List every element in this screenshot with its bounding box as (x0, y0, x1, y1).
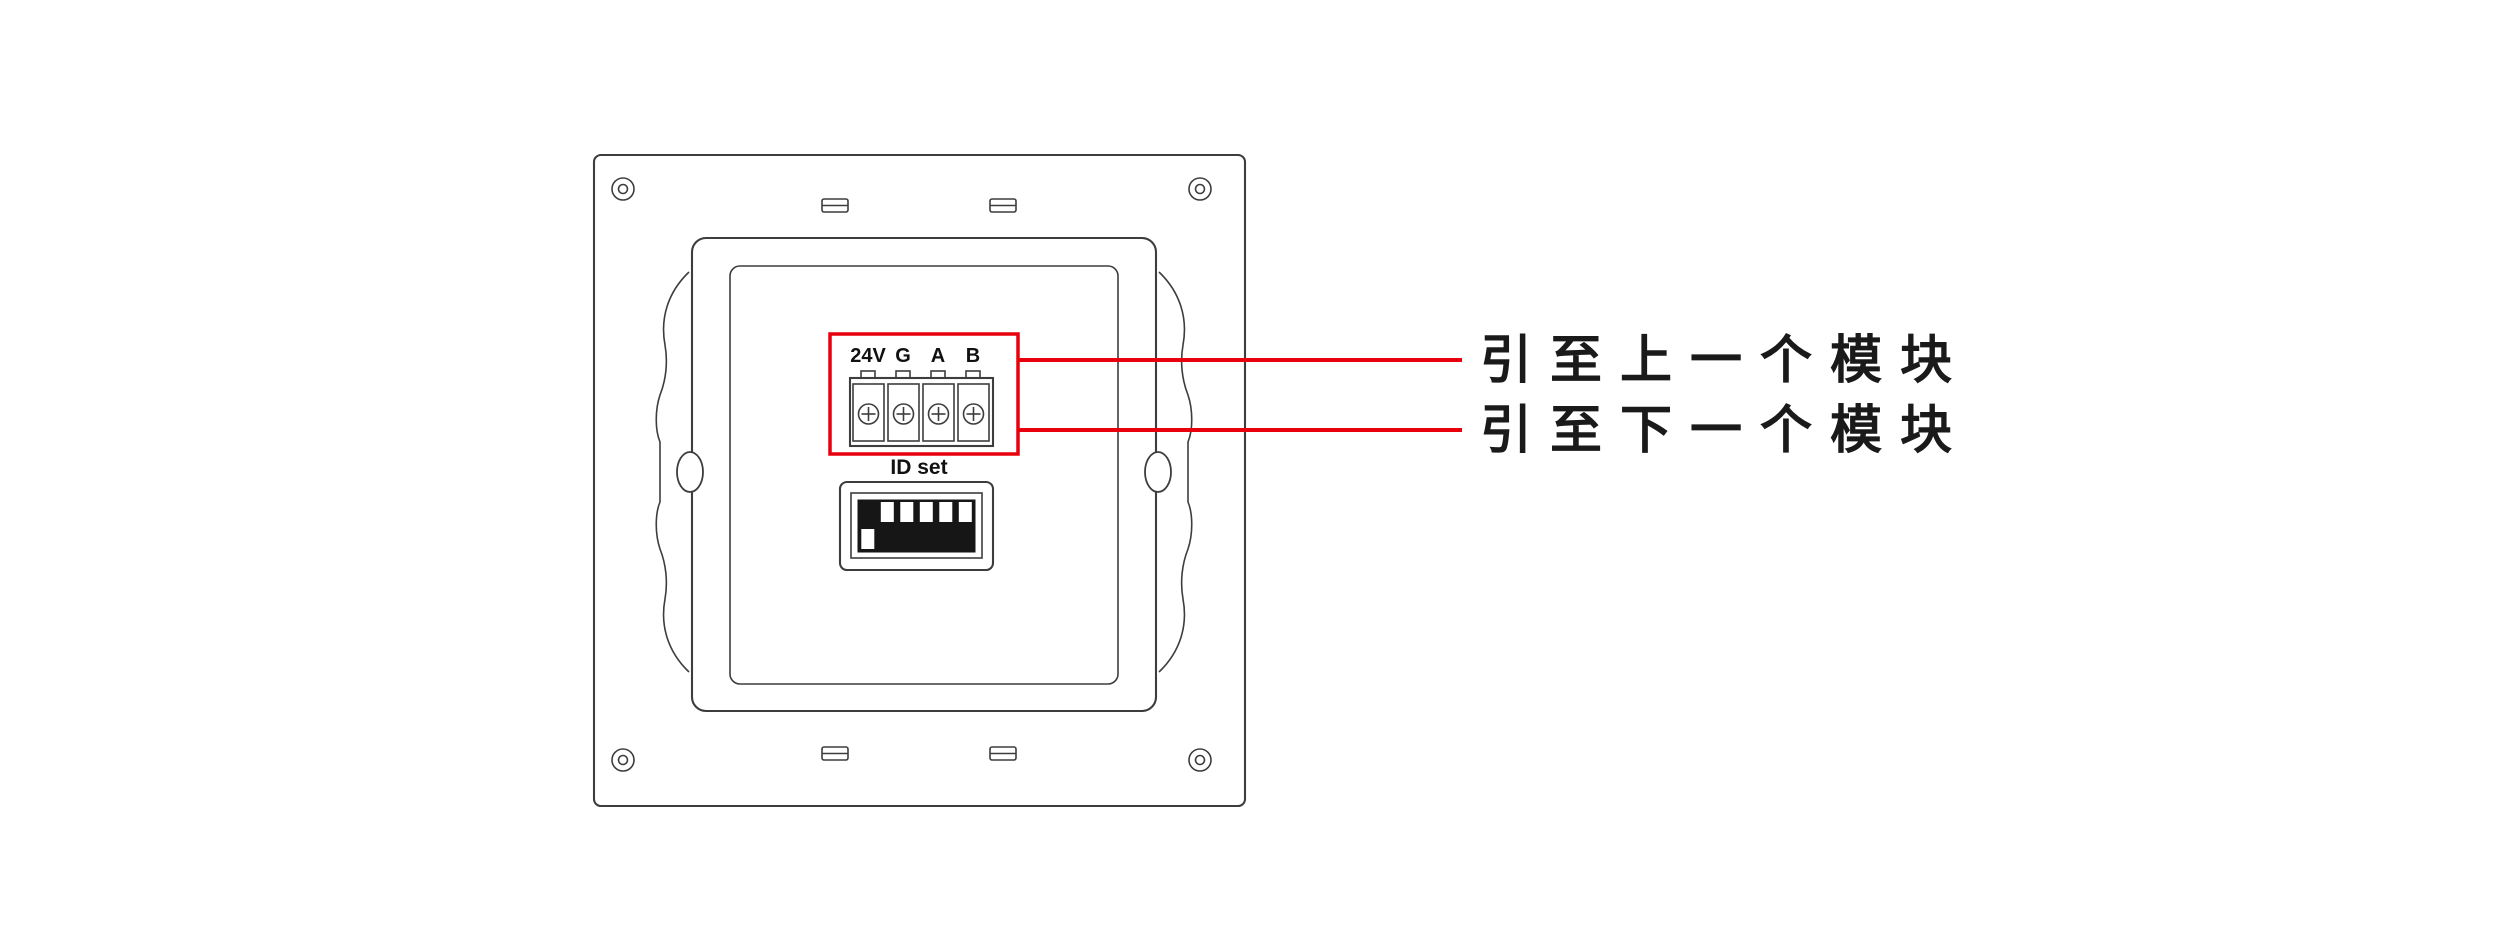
screw-bottom-left (611, 748, 635, 772)
terminal-screw-1 (852, 383, 885, 442)
oval-cutout-left (676, 451, 704, 493)
inner-frame-inner (729, 265, 1119, 685)
dip-switch-handle-4 (919, 502, 933, 522)
mounting-slot-bottom-left (821, 746, 849, 761)
screw-top-left (611, 177, 635, 201)
terminal-pin-label-g: G (895, 345, 911, 367)
terminal-screw-3 (922, 383, 955, 442)
terminal-block: 24V G A B (828, 332, 1020, 456)
dip-switch-handle-3 (900, 502, 914, 522)
terminal-screw-2 (887, 383, 920, 442)
dip-switch-handle-1 (861, 529, 875, 549)
dip-switch-handles (861, 502, 972, 549)
dip-switch-body (857, 499, 976, 553)
mounting-slot-top-left (821, 198, 849, 213)
screw-top-right (1188, 177, 1212, 201)
id-set-label: ID set (890, 456, 947, 479)
terminal-pin-label-a: A (931, 345, 945, 367)
oval-cutout-right (1144, 451, 1172, 493)
terminal-screw-4 (957, 383, 990, 442)
connector-housing (848, 376, 995, 448)
wall-panel (592, 153, 1247, 808)
dip-switch-handle-6 (958, 502, 972, 522)
side-wing-left (655, 271, 690, 673)
mounting-slot-bottom-right (989, 746, 1017, 761)
callout-label-top: 引至上一个模块 (1480, 332, 1970, 390)
dip-switch-bezel (838, 480, 995, 572)
terminal-connector (848, 370, 995, 448)
dip-switch-handle-5 (939, 502, 953, 522)
mounting-slot-top-right (989, 198, 1017, 213)
callout-label-bottom: 引至下一个模块 (1480, 402, 1970, 460)
terminal-pin-label-24v: 24V (850, 345, 886, 367)
panel-outer-plate (592, 153, 1247, 808)
terminal-pin-label-b: B (966, 345, 980, 367)
callouts: 引至上一个模块 引至下一个模块 (1018, 332, 1970, 460)
dip-switch-frame (850, 492, 983, 559)
dip-switch-handle-2 (880, 502, 894, 522)
side-wing-right (1158, 271, 1193, 673)
id-set-block: ID set (838, 456, 995, 572)
screw-bottom-right (1188, 748, 1212, 772)
terminal-red-highlight (828, 332, 1020, 456)
